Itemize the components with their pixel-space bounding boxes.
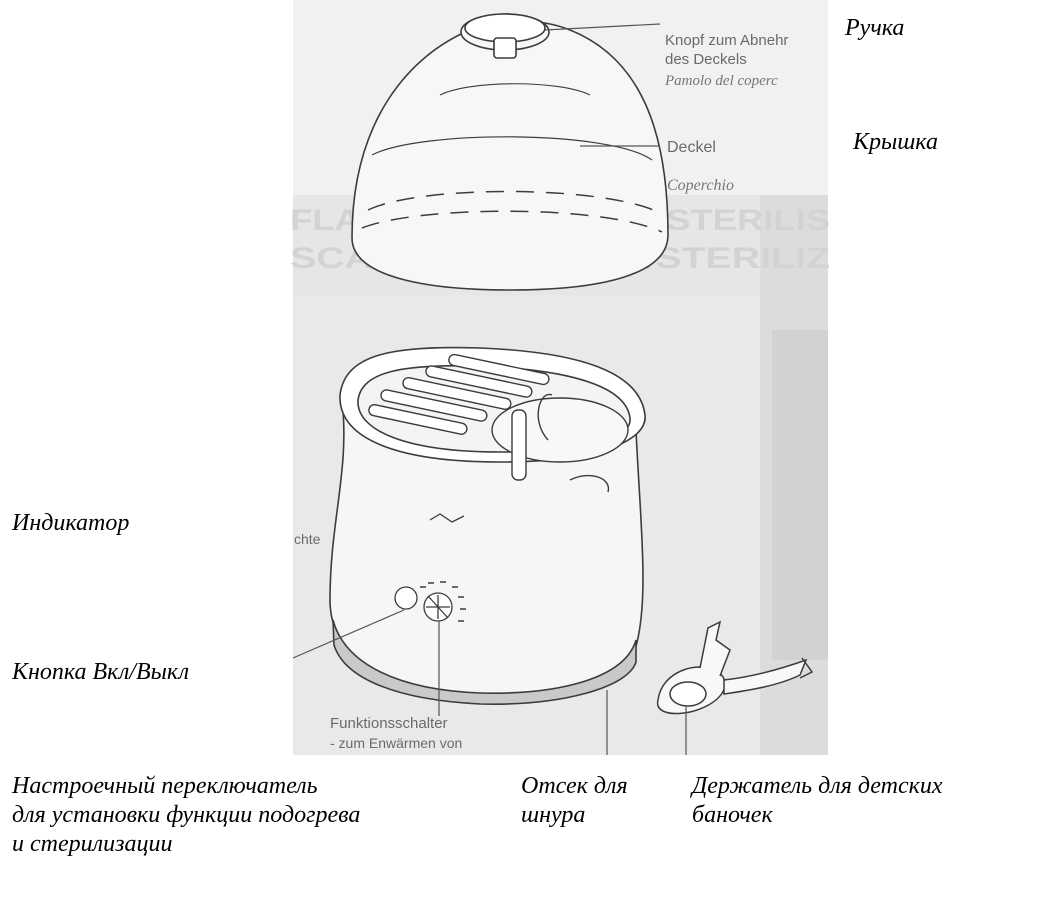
label-jar-holder-line-1: Держатель для детских xyxy=(692,772,943,801)
label-lid: Крышка xyxy=(853,128,938,157)
knob-label-it: Pamolo del coperc xyxy=(664,73,778,89)
indicator-light xyxy=(395,587,417,609)
light-label-partial: chte xyxy=(294,531,321,547)
scan-right-inner xyxy=(772,330,828,660)
label-function-switch-line-2: для установки функции подогрева xyxy=(12,801,360,830)
label-cord-compartment: Отсек для шнура xyxy=(521,772,628,830)
lid-label-de: Deckel xyxy=(667,139,716,156)
label-jar-holder: Держатель для детских баночек xyxy=(692,772,943,830)
knob-label-de-1: Knopf zum Abnehr xyxy=(665,32,788,49)
label-cord-compartment-line-2: шнура xyxy=(521,801,628,830)
switch-label-de-1: Funktionsschalter xyxy=(330,715,448,732)
label-indicator: Индикатор xyxy=(12,509,129,538)
label-function-switch: Настроечный переключатель для установки … xyxy=(12,772,360,859)
label-cord-compartment-line-1: Отсек для xyxy=(521,772,628,801)
knob-label-de-2: des Deckels xyxy=(665,51,747,68)
label-handle: Ручка xyxy=(845,14,904,43)
switch-label-de-2: - zum Enwärmen von xyxy=(330,735,462,751)
label-function-switch-line-3: и стерилизации xyxy=(12,830,360,859)
lid-label-it: Coperchio xyxy=(667,177,734,194)
label-function-switch-line-1: Настроечный переключатель xyxy=(12,772,360,801)
label-power-button: Кнопка Вкл/Выкл xyxy=(12,658,189,687)
label-jar-holder-line-2: баночек xyxy=(692,801,943,830)
